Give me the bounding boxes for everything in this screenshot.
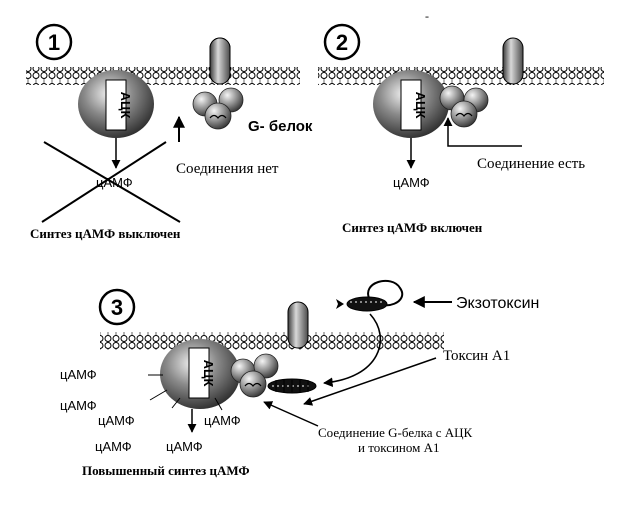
toxin-label: Токсин А1	[443, 348, 510, 364]
enzyme-label: АЦК	[118, 92, 133, 119]
connection-arrow	[443, 117, 522, 147]
g-protein-label: G- белок	[248, 118, 313, 135]
toxin-entry-arrow	[323, 313, 382, 388]
camp-label: цАМФ	[60, 398, 97, 413]
panel-number-badge	[35, 23, 73, 61]
exotoxin-label: Экзотоксин	[456, 295, 539, 312]
g-protein	[439, 85, 489, 128]
enzyme-label: АЦК	[201, 360, 216, 387]
panel-number-badge	[323, 23, 361, 61]
connection-status: Соединение есть	[477, 156, 585, 172]
camp-label: цАМФ	[204, 413, 241, 428]
camp-label: цАМФ	[393, 175, 430, 190]
complex-label-line1: Соединение G-белка с АЦК	[318, 425, 473, 440]
receptor-cylinder	[502, 37, 524, 85]
synthesis-caption: Повышенный синтез цАМФ	[82, 463, 250, 478]
exotoxin-molecule	[336, 279, 404, 312]
g-protein	[192, 87, 244, 130]
panel-2: - 2 АЦК цАМФ Соединение есть Синтез цАМФ…	[318, 9, 604, 235]
camp-label: цАМФ	[95, 439, 132, 454]
toxin-pointer	[303, 357, 437, 406]
cell-membrane	[318, 67, 604, 85]
panel-3: 3 Экзотоксин АЦК Т	[60, 279, 539, 478]
camp-label: цАМФ	[60, 367, 97, 382]
panel-1: 1 АЦК G- белок цАМФ Соединения нет Синте…	[26, 23, 313, 241]
enzyme-label-box	[400, 79, 422, 131]
cell-membrane	[26, 67, 300, 85]
synthesis-caption: Синтез цАМФ включен	[342, 220, 483, 235]
camp-ray	[171, 397, 181, 409]
panel-number-badge	[98, 288, 136, 326]
cross-line-b	[41, 141, 167, 223]
camp-label: цАМФ	[98, 413, 135, 428]
panel-number: 1	[48, 30, 60, 55]
panel-number: 3	[111, 295, 123, 320]
enzyme-label: АЦК	[413, 92, 428, 119]
receptor-cylinder	[287, 301, 309, 349]
enzyme-label-box	[105, 79, 127, 131]
camp-ray	[214, 397, 223, 411]
cell-membrane	[100, 332, 444, 350]
stray-mark: -	[425, 9, 429, 23]
toxin-a1	[267, 378, 317, 394]
connection-status: Соединения нет	[176, 161, 279, 177]
complex-pointer	[263, 401, 319, 427]
camp-label: цАМФ	[166, 439, 203, 454]
camp-ray	[149, 389, 168, 401]
panel-number: 2	[336, 30, 348, 55]
receptor-cylinder-body	[209, 37, 231, 85]
complex-label-line2: и токсином А1	[358, 440, 440, 455]
cross-line-a	[43, 141, 181, 223]
synthesis-caption: Синтез цАМФ выключен	[30, 226, 181, 241]
g-protein	[230, 353, 279, 398]
enzyme-label-box	[188, 347, 210, 399]
